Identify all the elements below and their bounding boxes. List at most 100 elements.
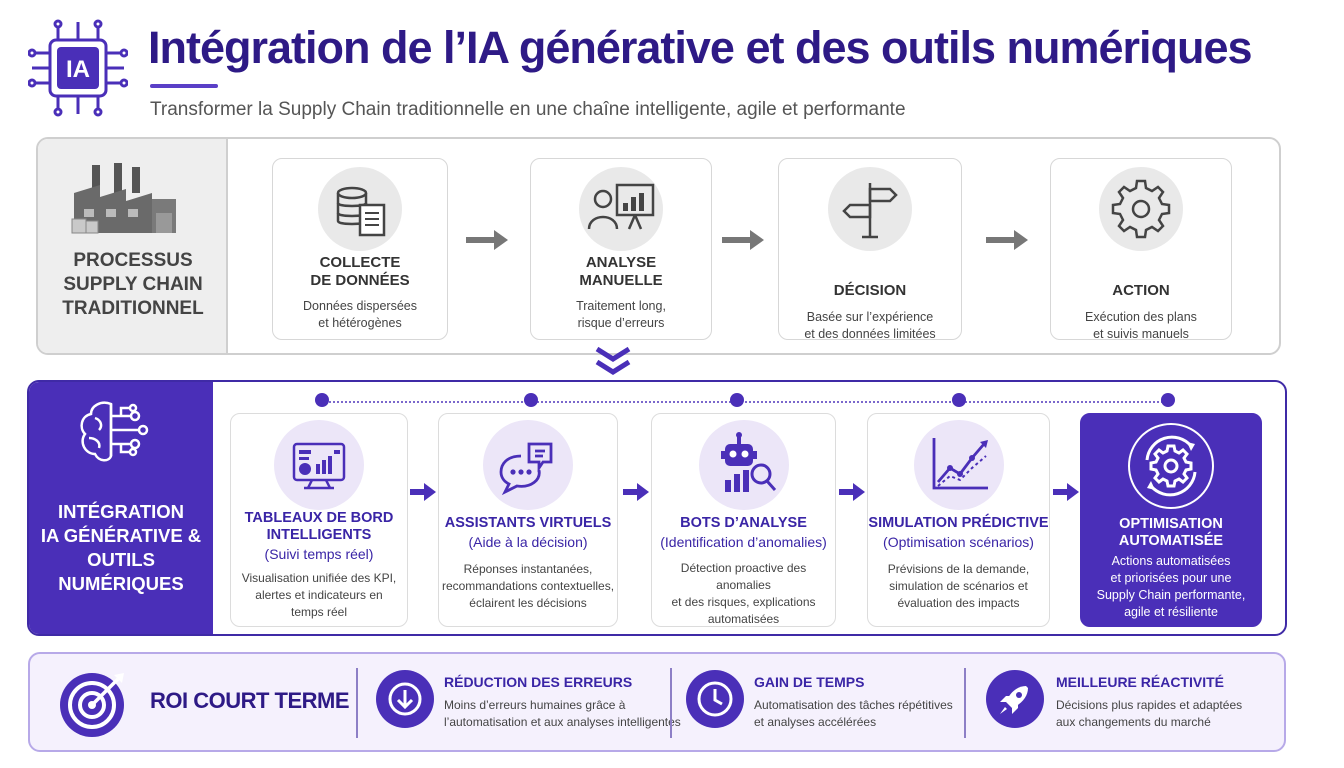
- roi-divider: [670, 668, 672, 738]
- benefit-description: Moins d’erreurs humaines grâce à l’autom…: [444, 697, 681, 731]
- dashboard-icon: [274, 420, 364, 510]
- brain-circuit-icon: [80, 401, 149, 462]
- ai-step-title: OPTIMISATION AUTOMATISÉE: [1081, 516, 1261, 550]
- ai-step-desc-line: Actions automatisées: [1111, 554, 1231, 568]
- step-title-line: DE DONNÉES: [310, 272, 410, 289]
- ai-step-subtitle: (Identification d’anomalies): [660, 534, 827, 550]
- timeline-dot: [524, 393, 538, 407]
- step-description: Traitement long, risque d’erreurs: [531, 298, 711, 332]
- logo-text: IA: [66, 56, 90, 83]
- ai-step-subtitle: (Optimisation scénarios): [883, 534, 1034, 550]
- ai-step-title: TABLEAUX DE BORD INTELLIGENTS: [231, 510, 407, 544]
- arrow-right-icon: [410, 483, 436, 501]
- timeline-dot: [1161, 393, 1175, 407]
- roi-divider: [356, 668, 358, 738]
- ai-step-title: BOTS D’ANALYSE: [652, 515, 835, 532]
- trend-chart-icon: [913, 420, 1004, 510]
- benefit-desc-line: Décisions plus rapides et adaptées: [1056, 698, 1243, 712]
- automation-gear-icon: [1128, 423, 1214, 509]
- step-desc-line: Traitement long,: [576, 299, 666, 313]
- step-title: DÉCISION: [779, 282, 961, 300]
- ai-step-desc-line: alertes et indicateurs en: [255, 588, 383, 602]
- ai-step-desc-line: et priorisées pour une: [1110, 571, 1232, 585]
- step-desc-line: risque d’erreurs: [577, 316, 665, 330]
- step-analyse-manuelle: ANALYSE MANUELLE Traitement long, risque…: [530, 158, 712, 340]
- ai-step-desc-line: agile et résiliente: [1124, 605, 1218, 619]
- database-document-icon: [318, 167, 402, 251]
- ai-step-title: ASSISTANTS VIRTUELS: [439, 515, 617, 532]
- ai-step-desc-line: éclairent les décisions: [469, 596, 587, 610]
- timeline-dotted-line: [321, 401, 1171, 403]
- ai-step-description: Détection proactive des anomalies et des…: [652, 560, 835, 628]
- ai-step-desc-line: simulation de scénarios et: [889, 579, 1028, 593]
- ai-step-title-line: ASSISTANTS VIRTUELS: [444, 515, 612, 531]
- ai-step-desc-line: Prévisions de la demande,: [887, 562, 1030, 576]
- rocket-icon: [986, 670, 1044, 728]
- target-icon: [60, 673, 124, 737]
- title-underline: [150, 84, 218, 88]
- ai-step-title-line: TABLEAUX DE BORD: [244, 510, 394, 526]
- ai-step-desc-line: Réponses instantanées,: [463, 562, 593, 576]
- step-desc-line: Exécution des plans: [1085, 310, 1197, 324]
- step-title-line: MANUELLE: [579, 272, 663, 289]
- ai-step-subtitle: (Aide à la décision): [468, 534, 588, 550]
- step-desc-line: Basée sur l’expérience: [806, 310, 934, 324]
- step-action: ACTION Exécution des plans et suivis man…: [1050, 158, 1232, 343]
- ai-step-title-line: SIMULATION PRÉDICTIVE: [868, 515, 1049, 531]
- ai-step-title-line: AUTOMATISÉE: [1118, 533, 1224, 549]
- ai-label-line: INTÉGRATION: [57, 501, 185, 522]
- ai-label: INTÉGRATION IA GÉNÉRATIVE & OUTILS NUMÉR…: [29, 500, 213, 596]
- ai-step-title-line: BOTS D’ANALYSE: [680, 515, 807, 531]
- ai-step-description: Réponses instantanées, recommandations c…: [439, 561, 617, 612]
- traditional-label-line: PROCESSUS: [73, 250, 193, 271]
- ai-step-desc-line: Supply Chain performante,: [1096, 588, 1246, 602]
- ai-step-desc-line: Visualisation unifiée des KPI,: [241, 571, 397, 585]
- roi-divider: [964, 668, 966, 738]
- ai-step-desc-line: et des risques, explications: [671, 595, 816, 609]
- ai-step-subtitle: (Suivi temps réel): [264, 546, 374, 562]
- ai-chip-logo-icon: IA: [28, 19, 128, 117]
- ai-step-simulation-predictive: SIMULATION PRÉDICTIVE (Optimisation scén…: [867, 413, 1050, 627]
- ai-step-desc-line: automatisées: [707, 612, 780, 626]
- benefit-desc-line: Automatisation des tâches répétitives: [754, 698, 953, 712]
- gear-icon: [1099, 167, 1183, 251]
- clock-icon: [686, 670, 744, 728]
- step-description: Données dispersées et hétérogènes: [273, 298, 447, 332]
- step-desc-line: et suivis manuels: [1093, 327, 1189, 341]
- timeline-dot: [952, 393, 966, 407]
- traditional-label-line: SUPPLY CHAIN: [63, 274, 203, 295]
- benefit-desc-line: l’automatisation et aux analyses intelli…: [444, 715, 681, 729]
- ai-step-desc-line: temps réel: [290, 605, 348, 619]
- roi-panel: ROI COURT TERME RÉDUCTION DES ERREURS Mo…: [28, 652, 1286, 752]
- step-title-line: COLLECTE: [319, 254, 401, 271]
- step-title: COLLECTE DE DONNÉES: [273, 254, 447, 290]
- step-title: ACTION: [1051, 282, 1231, 300]
- step-desc-line: et des données limitées: [804, 327, 936, 341]
- step-title-line: ACTION: [1112, 282, 1170, 299]
- step-description: Exécution des plans et suivis manuels: [1051, 309, 1231, 343]
- arrow-right-icon: [623, 483, 649, 501]
- benefit-title: RÉDUCTION DES ERREURS: [444, 674, 633, 690]
- benefit-title: MEILLEURE RÉACTIVITÉ: [1056, 674, 1225, 690]
- double-chevron-down-icon: [595, 346, 631, 375]
- ai-step-assistants-virtuels: ASSISTANTS VIRTUELS (Aide à la décision)…: [438, 413, 618, 627]
- step-title: ANALYSE MANUELLE: [531, 254, 711, 290]
- roi-title: ROI COURT TERME: [150, 688, 350, 713]
- presenter-chart-icon: [579, 167, 663, 251]
- ai-label-panel: INTÉGRATION IA GÉNÉRATIVE & OUTILS NUMÉR…: [29, 382, 213, 634]
- factory-icon: [71, 163, 176, 234]
- timeline-dot: [730, 393, 744, 407]
- step-desc-line: et hétérogènes: [318, 316, 402, 330]
- ai-step-bots-analyse: BOTS D’ANALYSE (Identification d’anomali…: [651, 413, 836, 627]
- step-collecte-donnees: COLLECTE DE DONNÉES Données dispersées e…: [272, 158, 448, 340]
- benefit-desc-line: et analyses accélérées: [754, 715, 877, 729]
- arrow-right-icon: [722, 230, 764, 250]
- traditional-label-line: TRADITIONNEL: [62, 298, 204, 319]
- ai-step-desc-line: évaluation des impacts: [897, 596, 1020, 610]
- ai-integration-panel: INTÉGRATION IA GÉNÉRATIVE & OUTILS NUMÉR…: [27, 380, 1287, 636]
- benefit-description: Décisions plus rapides et adaptées aux c…: [1056, 697, 1242, 731]
- step-decision: DÉCISION Basée sur l’expérience et des d…: [778, 158, 962, 341]
- benefit-desc-line: aux changements du marché: [1056, 715, 1211, 729]
- step-title-line: DÉCISION: [833, 282, 907, 299]
- ai-step-description: Actions automatisées et priorisées pour …: [1081, 553, 1261, 621]
